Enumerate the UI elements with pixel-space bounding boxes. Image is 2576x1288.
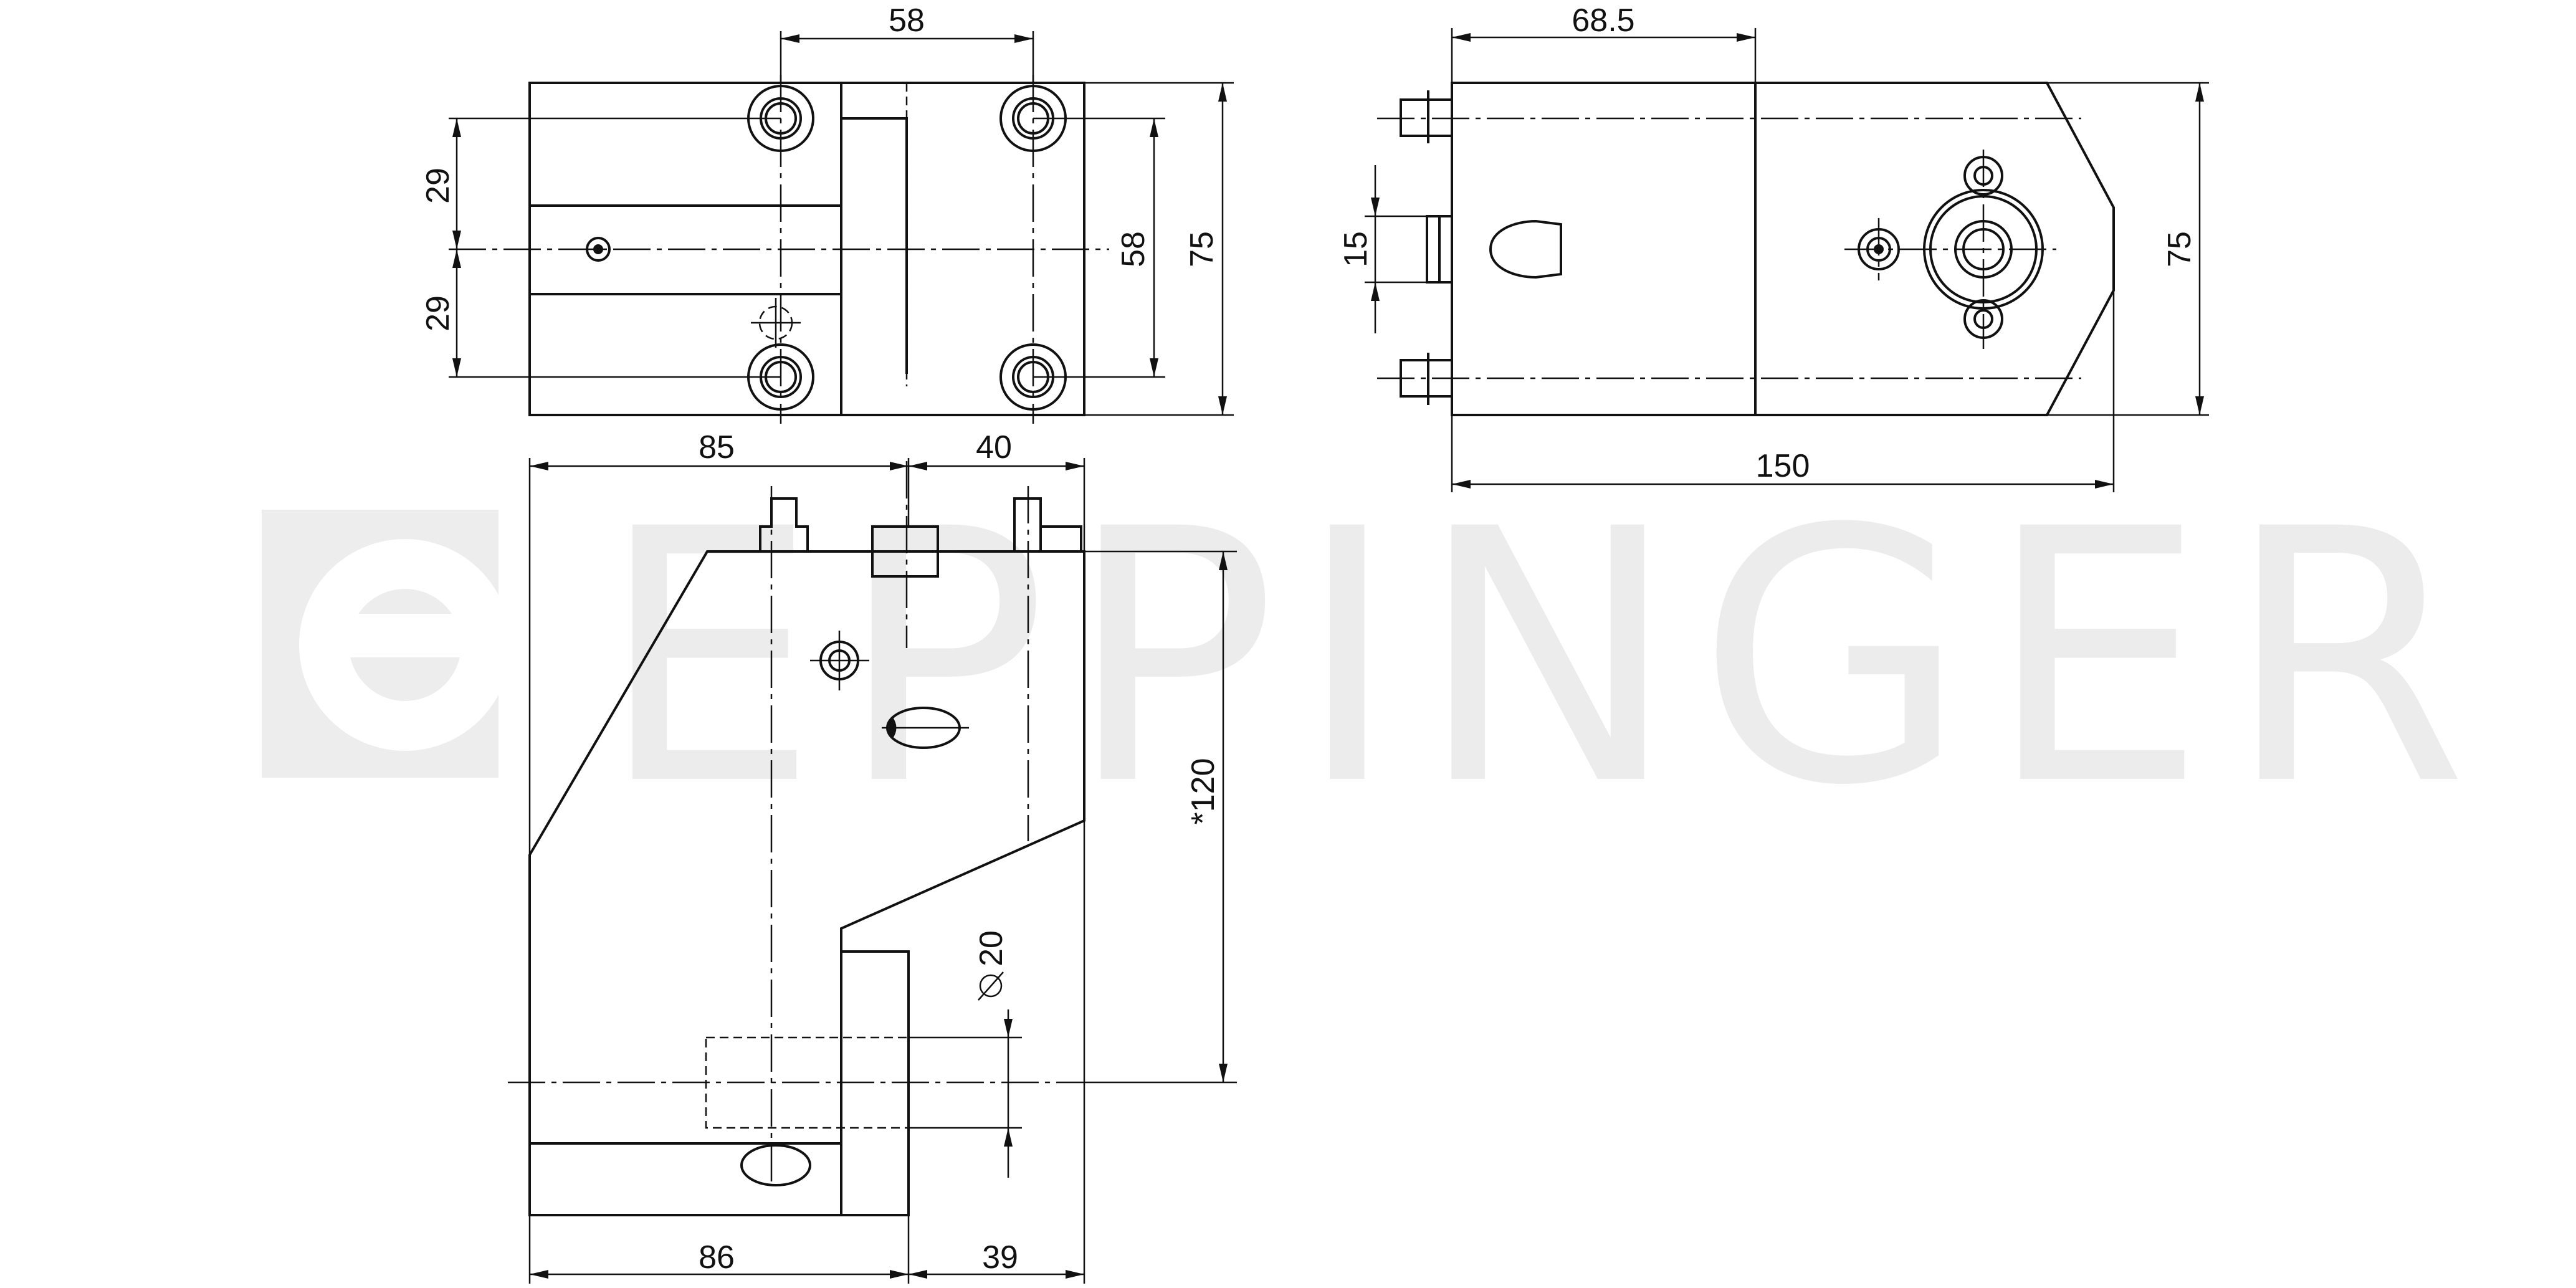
oval-slot-icon [882, 707, 969, 749]
dim-upper-offset: 29 [420, 168, 456, 204]
dim-bolt-spacing-x: 58 [889, 2, 925, 39]
dim-bore-diameter: 20 [973, 930, 1009, 966]
dim-front-total-height: *120 [1185, 758, 1221, 825]
watermark: EPPINGER [262, 456, 2486, 862]
side-view: 68.5 15 75 150 [1338, 2, 2209, 492]
diameter-symbol-icon [978, 971, 1004, 1001]
top-view: 58 29 29 58 75 [420, 2, 1234, 424]
dim-side-height: 75 [2162, 231, 2198, 267]
dim-lower-offset: 29 [420, 295, 456, 332]
front-view: 85 40 *120 20 86 39 [508, 429, 1237, 1284]
dim-top-height: 75 [1184, 231, 1220, 267]
dim-front-width-left: 85 [699, 429, 735, 465]
dim-side-offset: 68.5 [1572, 2, 1634, 39]
brand-logo-icon [262, 510, 511, 778]
dim-base-right: 39 [982, 1239, 1018, 1276]
oval-slot-icon [740, 1144, 811, 1186]
hidden-hole-icon [751, 298, 801, 348]
dim-base-left: 86 [699, 1239, 735, 1276]
small-hole-icon [810, 631, 869, 690]
dim-key-width: 15 [1338, 231, 1374, 267]
watermark-brand-text: EPPINGER [598, 456, 2486, 862]
dim-side-length: 150 [1756, 448, 1810, 484]
dim-bolt-spacing-y: 58 [1115, 231, 1152, 267]
dim-front-width-right: 40 [976, 429, 1012, 465]
